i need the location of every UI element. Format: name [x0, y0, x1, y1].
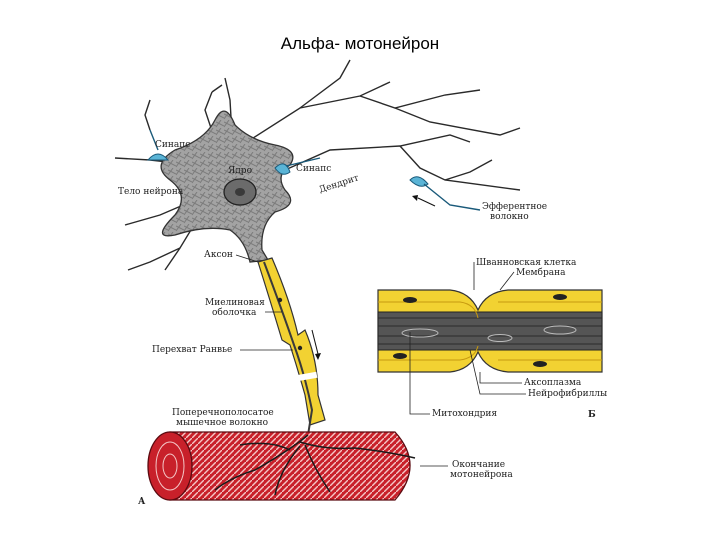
label-ranvier: Перехват Ранвье — [152, 345, 233, 355]
label-axoplasm: Аксоплазма — [524, 378, 582, 388]
ranvier-node — [290, 371, 318, 383]
label-cell-body: Тело нейрона — [118, 187, 184, 197]
pointer-lines — [235, 254, 526, 467]
fiber-cross-section — [377, 289, 603, 373]
myelin-sheath — [257, 257, 326, 426]
label-schwann: Шванновская клетка — [476, 258, 577, 268]
label-neurofibrils: Нейрофибриллы — [528, 389, 608, 399]
label-efferent-1: Эфферентное — [482, 202, 548, 212]
axon — [263, 261, 314, 436]
muscle-fiber — [147, 431, 411, 501]
label-mitochondria: Митохондрия — [432, 409, 498, 419]
label-letter-b: Б — [588, 410, 596, 420]
synapse-top — [146, 153, 170, 161]
label-ending-1: Окончание — [452, 460, 506, 470]
label-axon: Аксон — [204, 250, 233, 260]
label-nucleus: Ядро — [228, 166, 252, 176]
label-muscle-2: мышечное волокно — [176, 418, 269, 428]
label-myelin-2: оболочка — [212, 308, 257, 318]
label-synapse-top: Синапс — [155, 140, 191, 150]
efferent-fiber — [409, 176, 429, 187]
motoneuron-ending — [214, 434, 416, 496]
label-letter-a: А — [138, 497, 146, 507]
label-ending-2: мотонейрона — [450, 470, 513, 480]
label-myelin-1: Миелиновая — [205, 298, 265, 308]
label-synapse-right: Синапс — [296, 164, 332, 174]
label-membrane: Мембрана — [516, 268, 566, 278]
label-muscle-1: Поперечнополосатое — [172, 408, 274, 418]
slide-title: Альфа- мотонейрон — [280, 34, 440, 53]
label-efferent-2: волокно — [490, 212, 529, 222]
